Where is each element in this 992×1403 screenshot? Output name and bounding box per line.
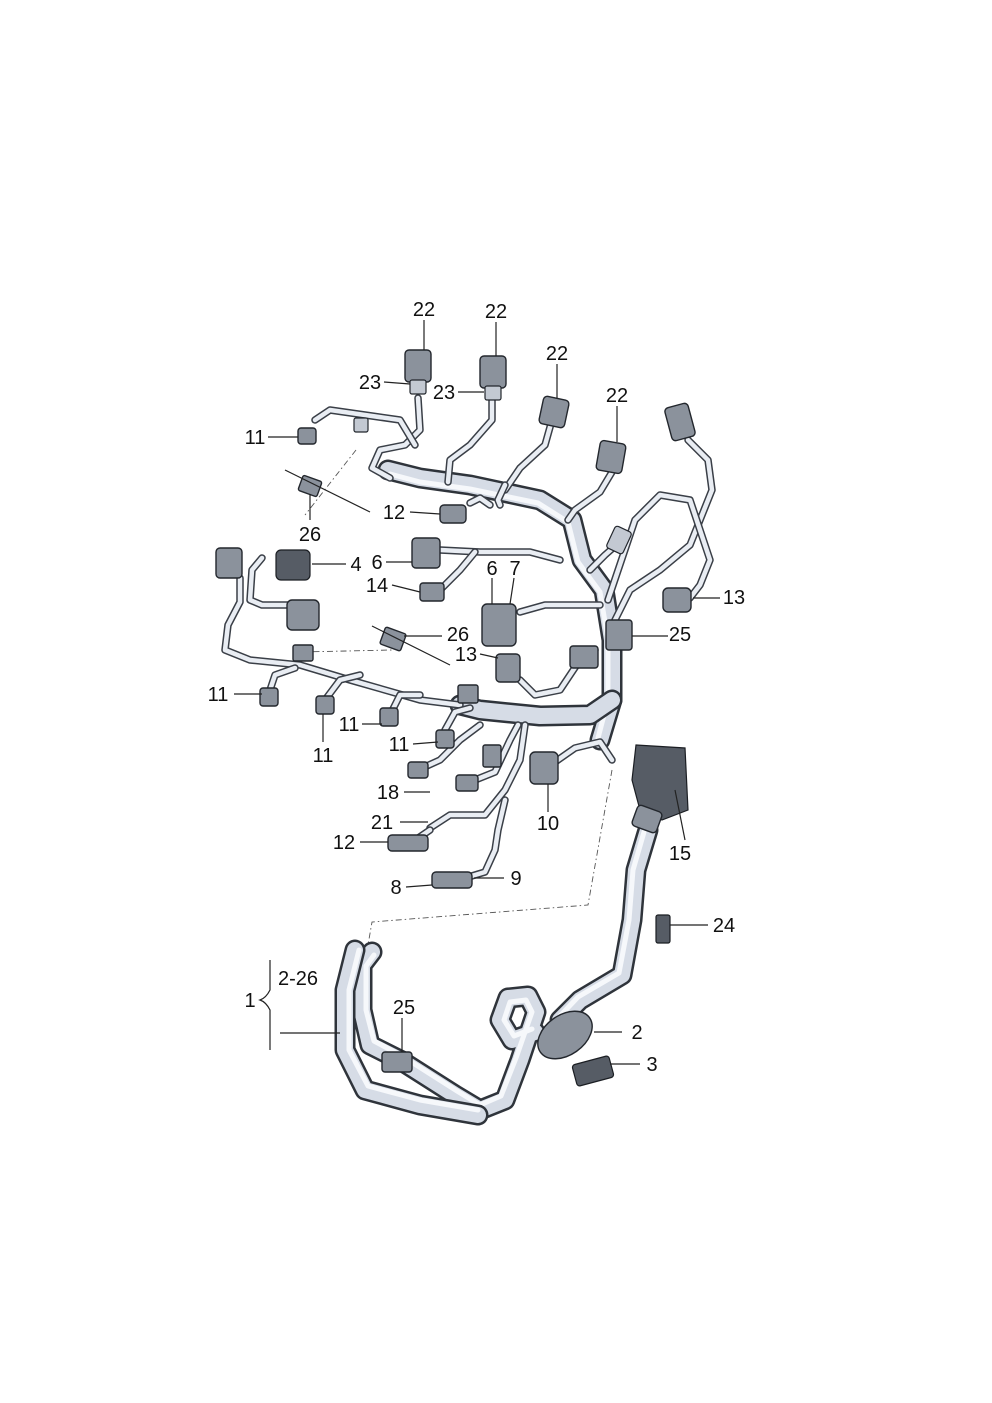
connector-23-a (409, 379, 427, 395)
connector-11-b (259, 687, 279, 707)
grommet-15 (631, 804, 663, 834)
connector-13-a (662, 587, 692, 613)
callout-23: 23 (433, 382, 455, 404)
connector-12-a (439, 504, 467, 524)
connector-6-a (411, 537, 441, 569)
callout-14: 14 (366, 575, 388, 597)
callout-9: 9 (510, 868, 521, 890)
connector-11-a (297, 427, 317, 445)
control-unit-15 (631, 744, 689, 821)
callout-6: 6 (486, 558, 497, 580)
callout-labels: 22 22 22 22 23 23 11 26 12 4 6 14 6 7 13… (208, 299, 746, 1076)
clip-11-a (353, 417, 369, 433)
tie-26-b (379, 626, 407, 652)
clip-d (482, 744, 502, 768)
callout-2-26: 2-26 (278, 968, 318, 990)
tie-26-b-strap (371, 625, 451, 666)
connector-18-a (407, 761, 429, 779)
callout-22: 22 (485, 301, 507, 323)
connector-23-b (484, 385, 502, 401)
connector-22-e (664, 402, 696, 442)
callout-11: 11 (313, 745, 334, 767)
main-harness-trunk (334, 459, 659, 1126)
callout-1: 1 (244, 990, 255, 1012)
clip-b (457, 684, 479, 704)
connector-22-d (595, 439, 627, 475)
callout-22: 22 (413, 299, 435, 321)
callout-13: 13 (455, 644, 477, 666)
callout-18: 18 (377, 782, 399, 804)
connector-11-d (379, 707, 399, 727)
connectors (215, 349, 696, 1087)
callout-24: 24 (713, 915, 735, 937)
connector-14 (419, 582, 445, 602)
leader-lines (234, 320, 720, 1065)
callout-12: 12 (383, 502, 405, 524)
callout-11: 11 (389, 734, 410, 756)
plug-2 (537, 1010, 593, 1060)
callout-26: 26 (447, 624, 469, 646)
clip-25-b (381, 1051, 413, 1073)
callout-13: 13 (723, 587, 745, 609)
callout-11: 11 (208, 684, 229, 706)
callout-22: 22 (546, 343, 568, 365)
clip-c (569, 645, 599, 669)
connector-18-b (455, 774, 479, 792)
reference-lines (299, 449, 613, 946)
connector-11-c (315, 695, 335, 715)
branch-wires (221, 394, 716, 882)
callout-22: 22 (606, 385, 628, 407)
callout-26: 26 (299, 524, 321, 546)
callout-3: 3 (646, 1054, 657, 1076)
callout-21: 21 (371, 812, 393, 834)
connector-13-b (495, 653, 521, 683)
connector-11-e (435, 729, 455, 749)
callout-11: 11 (245, 427, 266, 449)
sensor-12-b (387, 834, 429, 852)
connector-10 (529, 751, 559, 785)
callout-25: 25 (669, 624, 691, 646)
callout-10: 10 (537, 813, 559, 835)
tie-26-a (297, 474, 323, 498)
tie-26-a-strap (284, 469, 371, 513)
callout-15: 15 (669, 843, 691, 865)
clip-a (292, 644, 314, 662)
connector-22-b (479, 355, 507, 389)
connector-4 (275, 549, 311, 581)
callout-7: 7 (509, 558, 520, 580)
connector-22-a (404, 349, 432, 383)
callout-25: 25 (393, 997, 415, 1019)
sensor-8-9 (431, 871, 473, 889)
connector-6-7 (481, 603, 517, 647)
clip-25-a (605, 619, 633, 651)
connector-4b (215, 547, 243, 579)
callout-8: 8 (390, 877, 401, 899)
relay-pin (606, 525, 632, 555)
callout-2: 2 (631, 1022, 642, 1044)
callout-12: 12 (333, 832, 355, 854)
plug-3 (571, 1055, 615, 1087)
connector-22-c (538, 395, 570, 429)
bracket-24 (655, 914, 671, 944)
connector-5 (286, 599, 320, 631)
callout-11: 11 (339, 714, 360, 736)
callout-4: 4 (350, 554, 361, 576)
callout-6: 6 (371, 552, 382, 574)
callout-23: 23 (359, 372, 381, 394)
